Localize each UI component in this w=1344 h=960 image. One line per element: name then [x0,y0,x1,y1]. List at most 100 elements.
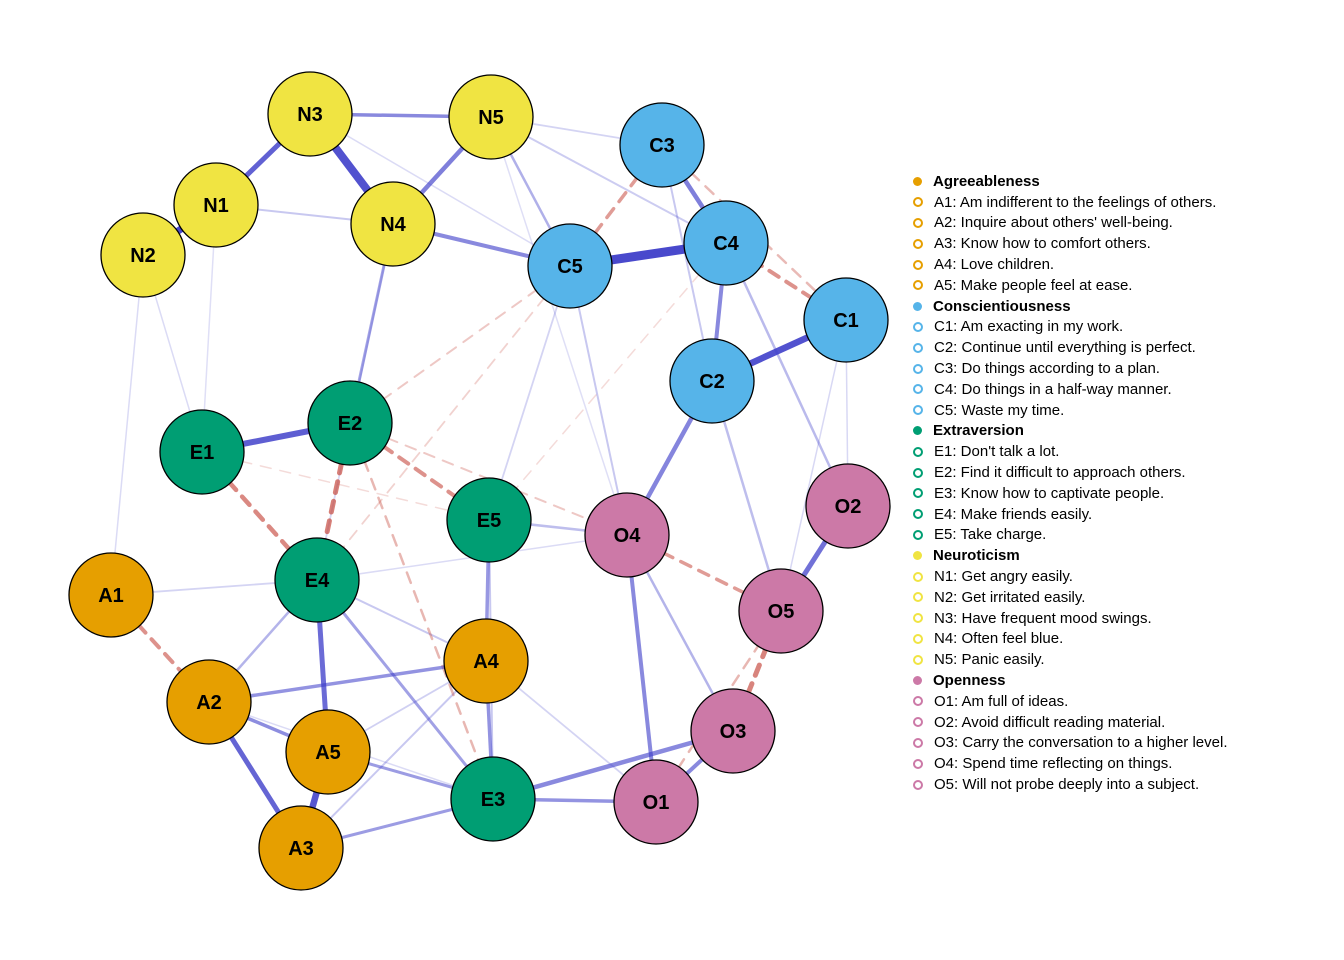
legend-header-label: Neuroticism [933,547,1020,565]
node-N4 [350,181,436,267]
legend-item-label: A4: Love children. [934,256,1055,274]
node-label-N1: N1 [203,195,229,217]
edge-N5-C4 [490,116,727,244]
legend-item-swatch-icon [913,488,923,499]
node-label-N2: N2 [130,245,156,267]
node-A4 [443,618,529,704]
legend-item-label: N4: Often feel blue. [934,630,1064,648]
legend-item-E3: E3: Know how to captivate people. [913,483,1227,504]
edge-C1-O5 [780,319,847,612]
node-label-C4: C4 [713,233,739,255]
legend-group-swatch-icon [913,676,922,686]
legend-item-swatch-icon [913,696,923,707]
legend-item-swatch-icon [913,446,923,457]
legend-item-swatch-icon [913,259,923,270]
legend-group-swatch-icon [913,176,922,186]
legend-item-label: C1: Am exacting in my work. [934,318,1124,336]
legend-item-N1: N1: Get angry easily. [913,566,1227,587]
node-label-O1: O1 [643,792,670,814]
edge-C5-E5 [488,265,571,521]
legend-item-label: O5: Will not probe deeply into a subject… [934,776,1200,793]
node-N3 [267,71,353,157]
node-O1 [613,759,699,845]
legend-item-C5: C5: Waste my time. [913,400,1227,421]
legend-item-swatch-icon [913,633,923,644]
legend-header-Conscientiousness: Conscientiousness [913,296,1227,317]
node-label-E4: E4 [305,570,330,592]
legend-item-label: O1: Am full of ideas. [934,692,1069,710]
legend-header-Neuroticism: Neuroticism [913,545,1227,566]
legend-item-O1: O1: Am full of ideas. [913,691,1227,712]
legend-item-label: O3: Carry the conversation to a higher l… [934,734,1228,752]
node-label-A3: A3 [288,838,314,860]
edge-E4-E3 [315,578,495,801]
node-A1 [68,552,154,638]
node-label-E3: E3 [481,789,505,811]
legend-item-E1: E1: Don't talk a lot. [913,441,1227,462]
node-label-O5: O5 [768,601,795,623]
legend-item-label: E5: Take charge. [934,526,1047,544]
legend-item-O5: O5: Will not probe deeply into a subject… [913,774,1227,795]
legend-header-Openness: Openness [913,670,1227,691]
legend-item-label: E3: Know how to captivate people. [934,484,1165,502]
node-label-A2: A2 [196,692,222,714]
node-label-N5: N5 [478,107,504,129]
legend-item-A1: A1: Am indifferent to the feelings of ot… [913,192,1227,213]
node-label-N4: N4 [380,214,406,236]
edge-A2-A4 [207,659,488,704]
node-label-A5: A5 [315,742,341,764]
node-O2 [805,463,891,549]
legend-item-N4: N4: Often feel blue. [913,629,1227,650]
edge-N5-O4 [490,116,628,536]
node-N1 [173,162,259,248]
node-C4 [683,200,769,286]
legend-item-swatch-icon [913,758,923,769]
legend-item-swatch-icon [913,405,923,416]
legend-item-swatch-icon [913,217,923,228]
legend-item-N2: N2: Get irritated easily. [913,587,1227,608]
legend-group-swatch-icon [913,551,922,561]
legend-item-label: N2: Get irritated easily. [934,588,1086,606]
node-label-N3: N3 [297,104,323,126]
legend-item-C1: C1: Am exacting in my work. [913,317,1227,338]
legend-item-C3: C3: Do things according to a plan. [913,358,1227,379]
edge-N3-C5 [309,113,571,267]
legend-group-swatch-icon [913,301,922,311]
legend-item-C4: C4: Do things in a half-way manner. [913,379,1227,400]
node-N2 [100,212,186,298]
legend-item-label: N5: Panic easily. [934,651,1045,669]
node-label-O4: O4 [614,525,642,547]
legend-item-swatch-icon [913,238,923,249]
legend-item-swatch-icon [913,197,923,208]
legend-header-label: Openness [933,672,1006,690]
legend-item-label: N1: Get angry easily. [934,568,1073,586]
node-label-E2: E2 [338,413,362,435]
edge-C5-O4 [569,265,628,536]
legend-item-swatch-icon [913,321,923,332]
node-N5 [448,74,534,160]
legend-item-O3: O3: Carry the conversation to a higher l… [913,733,1227,754]
node-E3 [450,756,536,842]
edge-E1-E5 [201,451,490,521]
legend-item-label: A3: Know how to comfort others. [934,235,1151,253]
legend-item-swatch-icon [913,529,923,540]
node-O5 [738,568,824,654]
legend-header-label: Agreeableness [933,172,1040,190]
node-C5 [527,223,613,309]
node-E1 [159,409,245,495]
legend-item-label: N3: Have frequent mood swings. [934,609,1152,627]
node-A3 [258,805,344,891]
edge-C5-E2 [349,265,571,424]
node-label-O2: O2 [835,496,862,518]
legend-item-swatch-icon [913,384,923,395]
legend-item-label: C4: Do things in a half-way manner. [934,380,1172,398]
legend-item-O2: O2: Avoid difficult reading material. [913,712,1227,733]
legend-item-N3: N3: Have frequent mood swings. [913,608,1227,629]
legend-item-E5: E5: Take charge. [913,525,1227,546]
node-label-C3: C3 [649,135,675,157]
legend-item-label: O2: Avoid difficult reading material. [934,713,1166,731]
legend-header-label: Conscientiousness [933,297,1071,315]
legend-item-swatch-icon [913,717,923,728]
